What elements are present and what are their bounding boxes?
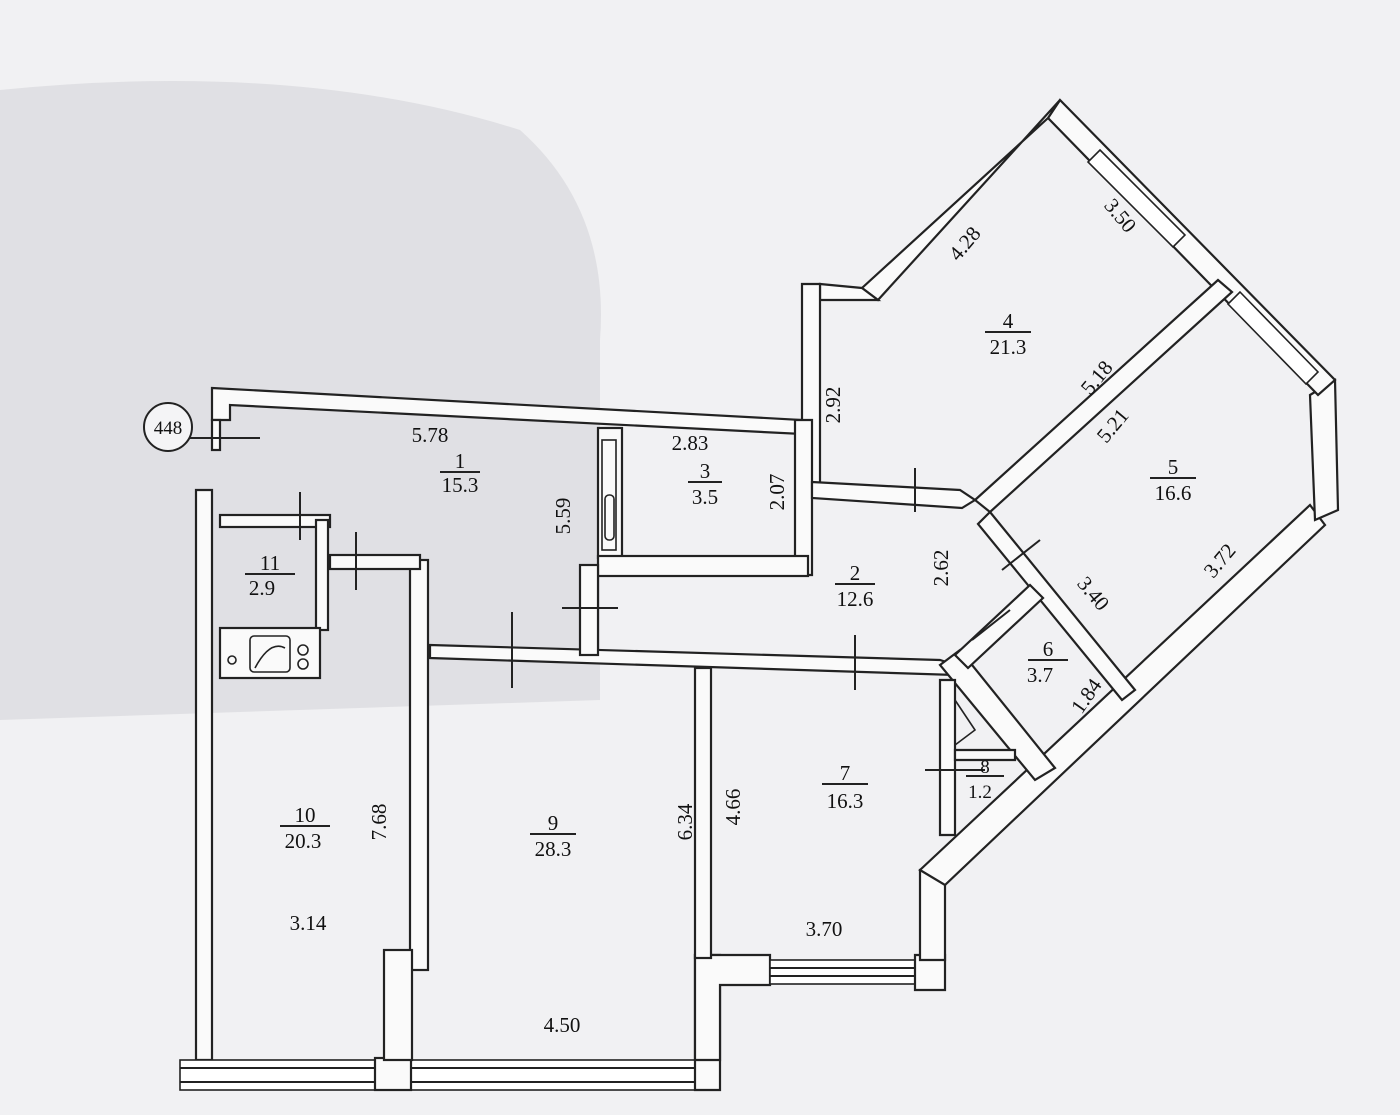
- room-number: 6: [1043, 637, 1054, 661]
- room-number: 4: [1003, 309, 1014, 333]
- room-number: 11: [260, 551, 280, 575]
- room-area: 16.6: [1155, 481, 1192, 505]
- room-area: 28.3: [535, 837, 572, 861]
- dimension-label: 6.34: [673, 803, 697, 840]
- dimension-label: 2.62: [929, 550, 953, 587]
- room-number: 3: [700, 459, 711, 483]
- dimension-label: 2.83: [672, 431, 709, 455]
- room-number: 8: [980, 757, 990, 778]
- dimension-label: 2.07: [765, 474, 789, 511]
- dimension-label: 3.40: [1072, 572, 1114, 616]
- dimension-label: 4.50: [544, 1013, 581, 1037]
- dimension-label: 5.78: [412, 423, 449, 447]
- room-area: 20.3: [285, 829, 322, 853]
- room-area: 1.2: [968, 782, 992, 803]
- axis-marker-label: 448: [154, 418, 183, 439]
- room-area: 2.9: [249, 576, 275, 600]
- room-label-10: 10 20.3: [280, 803, 330, 853]
- room-area: 3.5: [692, 485, 718, 509]
- axis-marker: 448: [143, 402, 193, 452]
- room-label-7: 7 16.3: [822, 761, 868, 813]
- room-label-1: 1 15.3: [440, 449, 480, 497]
- room-label-6: 6 3.7: [1027, 637, 1068, 687]
- dimension-label: 2.92: [821, 387, 845, 424]
- outer-walls: [179, 98, 1340, 1092]
- room-label-9: 9 28.3: [530, 811, 576, 861]
- room-number: 10: [295, 803, 316, 827]
- room-label-2: 2 12.6: [835, 561, 875, 611]
- room-area: 3.7: [1027, 663, 1053, 687]
- room-number: 5: [1168, 455, 1179, 479]
- room-number: 7: [840, 761, 851, 785]
- dimension-label: 3.14: [290, 911, 327, 935]
- fixtures: [227, 439, 977, 747]
- dimension-label: 5.59: [551, 498, 575, 535]
- room-label-3: 3 3.5: [688, 459, 722, 509]
- room-area: 15.3: [442, 473, 479, 497]
- room-label-8: 8 1.2: [966, 757, 1004, 803]
- dimension-label: 7.68: [367, 804, 391, 841]
- dimension-label: 4.66: [721, 789, 745, 826]
- room-label-4: 4 21.3: [985, 309, 1031, 359]
- dimension-label: 4.28: [944, 222, 986, 266]
- door-marks: [180, 437, 1041, 771]
- room-label-11: 11 2.9: [245, 551, 295, 600]
- room-area: 21.3: [990, 335, 1027, 359]
- dimension-label: 3.70: [806, 917, 843, 941]
- room-number: 1: [455, 449, 466, 473]
- room-area: 16.3: [827, 789, 864, 813]
- room-number: 2: [850, 561, 861, 585]
- room-label-5: 5 16.6: [1150, 455, 1196, 505]
- room-number: 9: [548, 811, 559, 835]
- room-labels: 1 15.3 2 12.6 3 3.5 4 21.3 5 16.6 6 3.7: [245, 309, 1196, 861]
- room-area: 12.6: [837, 587, 874, 611]
